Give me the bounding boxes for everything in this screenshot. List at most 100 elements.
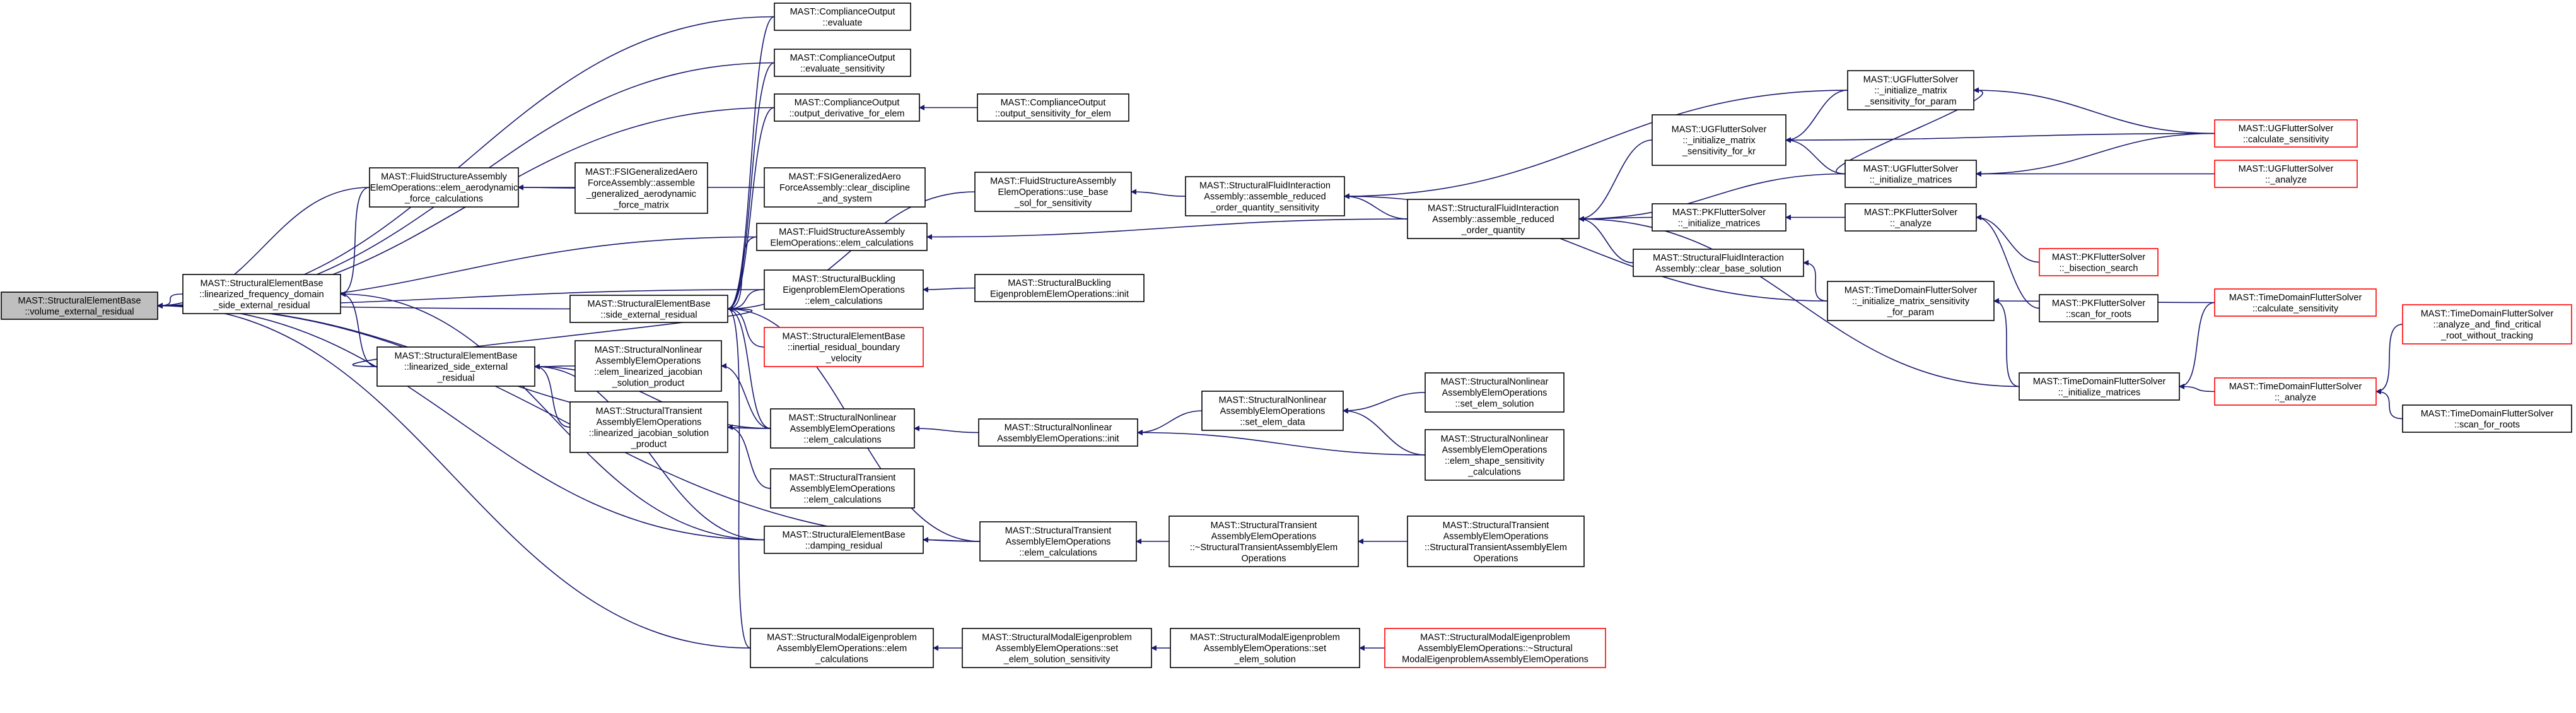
function-node[interactable]: MAST::StructuralBucklingEigenproblemElem… <box>974 274 1145 302</box>
node-label-line: ::linearized_side_external <box>404 362 508 372</box>
call-edge <box>1785 133 2215 143</box>
call-edge <box>1343 392 1426 414</box>
function-node[interactable]: MAST::PKFlutterSolver::scan_for_roots <box>2039 294 2159 322</box>
node-label-line: AssemblyElemOperations <box>1006 537 1111 547</box>
function-node[interactable]: MAST::StructuralFluidInteractionAssembly… <box>1407 199 1580 239</box>
node-label-line: _solution_product <box>612 378 684 388</box>
function-node[interactable]: MAST::FluidStructureAssemblyElemOperatio… <box>369 167 519 208</box>
function-node[interactable]: MAST::StructuralTransientAssemblyElemOpe… <box>770 468 915 509</box>
function-node[interactable]: MAST::UGFlutterSolver::_initialize_matri… <box>1652 114 1786 166</box>
node-label-line: ElemOperations::use_base <box>998 187 1109 197</box>
function-node[interactable]: MAST::UGFlutterSolver::_initialize_matri… <box>1845 160 1977 188</box>
call-edge <box>727 306 765 348</box>
node-label-line: AssemblyElemOperations <box>1442 445 1547 455</box>
node-label-line: ::linearized_jacobian_solution <box>589 428 709 439</box>
node-label-line: ::scan_for_roots <box>2066 309 2131 319</box>
function-node[interactable]: MAST::StructuralNonlinearAssemblyElemOpe… <box>770 408 915 449</box>
node-label-line: MAST::StructuralTransient <box>1211 521 1317 531</box>
function-node[interactable]: MAST::TimeDomainFlutterSolver::_initiali… <box>2019 372 2180 401</box>
function-node[interactable]: MAST::StructuralModalEigenproblemAssembl… <box>962 628 1152 668</box>
node-label-line: AssemblyElemOperations::~Structural <box>1418 644 1572 654</box>
node-label-line: AssemblyElemOperations <box>1442 388 1547 398</box>
function-node[interactable]: MAST::StructuralModalEigenproblemAssembl… <box>750 628 934 668</box>
node-box <box>2214 119 2358 148</box>
node-label-line: MAST::StructuralTransient <box>596 406 702 416</box>
node-label-line: MAST::StructuralFluidInteraction <box>1199 181 1331 191</box>
node-box <box>1633 249 1804 277</box>
function-node[interactable]: MAST::ComplianceOutput::output_derivativ… <box>774 93 920 122</box>
node-box <box>1652 203 1786 232</box>
node-box <box>569 295 728 323</box>
function-node[interactable]: MAST::FSIGeneralizedAeroForceAssembly::c… <box>764 167 926 208</box>
function-node[interactable]: MAST::UGFlutterSolver::calculate_sensiti… <box>2214 119 2358 148</box>
function-node[interactable]: MAST::TimeDomainFlutterSolver::calculate… <box>2214 288 2377 317</box>
focus-function-node[interactable]: MAST::StructuralElementBase::volume_exte… <box>1 292 158 320</box>
function-node[interactable]: MAST::StructuralTransientAssemblyElemOpe… <box>1169 516 1359 567</box>
node-box <box>1425 429 1565 481</box>
function-node[interactable]: MAST::PKFlutterSolver::_analyze <box>1845 203 1977 232</box>
function-node[interactable]: MAST::StructuralNonlinearAssemblyElemOpe… <box>1425 429 1565 481</box>
node-box <box>1425 372 1565 413</box>
node-label-line: _elem_solution_sensitivity <box>1003 655 1110 665</box>
call-edge <box>2375 389 2403 420</box>
node-label-line: MAST::TimeDomainFlutterSolver <box>2229 293 2362 303</box>
call-edge <box>1344 90 1848 199</box>
function-node[interactable]: MAST::StructuralModalEigenproblemAssembl… <box>1170 628 1360 668</box>
node-box <box>2039 248 2159 276</box>
function-node[interactable]: MAST::StructuralElementBase::damping_res… <box>764 526 924 554</box>
function-node[interactable]: MAST::StructuralTransientAssemblyElemOpe… <box>1407 516 1585 567</box>
call-edge <box>727 62 775 312</box>
node-label-line: ::output_sensitivity_for_elem <box>995 109 1111 119</box>
function-node[interactable]: MAST::StructuralTransientAssemblyElemOpe… <box>979 521 1137 562</box>
function-node[interactable]: MAST::StructuralElementBase::side_extern… <box>569 295 728 323</box>
node-box <box>574 162 708 214</box>
function-node[interactable]: MAST::StructuralTransientAssemblyElemOpe… <box>569 401 728 453</box>
function-node[interactable]: MAST::StructuralBucklingEigenproblemElem… <box>764 269 924 310</box>
node-label-line: ForceAssembly::clear_discipline <box>779 183 910 193</box>
function-node[interactable]: MAST::PKFlutterSolver::_bisection_search <box>2039 248 2159 276</box>
function-node[interactable]: MAST::ComplianceOutput::evaluate <box>774 3 911 31</box>
function-node[interactable]: MAST::StructuralElementBase::inertial_re… <box>764 327 924 367</box>
function-node[interactable]: MAST::TimeDomainFlutterSolver::_analyze <box>2214 377 2377 406</box>
function-node[interactable]: MAST::StructuralModalEigenproblemAssembl… <box>1384 628 1606 668</box>
function-node[interactable]: MAST::UGFlutterSolver::_analyze <box>2214 160 2358 188</box>
node-label-line: MAST::StructuralFluidInteraction <box>1653 253 1784 263</box>
function-node[interactable]: MAST::FSIGeneralizedAeroForceAssembly::a… <box>574 162 708 214</box>
function-node[interactable]: MAST::StructuralNonlinearAssemblyElemOpe… <box>1425 372 1565 413</box>
node-label-line: MAST::PKFlutterSolver <box>1864 208 1957 218</box>
function-node[interactable]: MAST::StructuralElementBase::linearized_… <box>376 346 535 387</box>
node-label-line: MAST::StructuralNonlinear <box>1441 377 1549 387</box>
node-box <box>369 167 519 208</box>
function-node[interactable]: MAST::UGFlutterSolver::_initialize_matri… <box>1847 70 1974 110</box>
function-node[interactable]: MAST::StructuralNonlinearAssemblyElemOpe… <box>1201 391 1344 431</box>
node-box <box>1845 203 1977 232</box>
node-label-line: EigenproblemElemOperations::init <box>990 289 1129 299</box>
node-label-line: ::elem_calculations <box>1019 548 1097 558</box>
function-node[interactable]: MAST::TimeDomainFlutterSolver::scan_for_… <box>2402 404 2572 433</box>
node-label-line: AssemblyElemOperations <box>1443 531 1549 541</box>
function-node[interactable]: MAST::StructuralNonlinearAssemblyElemOpe… <box>574 340 722 392</box>
node-box <box>962 628 1152 668</box>
node-label-line: _order_quantity <box>1461 226 1526 236</box>
node-label-line: _order_quantity_sensitivity <box>1210 203 1319 213</box>
node-label-line: AssemblyElemOperations <box>597 417 702 427</box>
node-box <box>1407 516 1585 567</box>
node-box <box>1 292 158 320</box>
node-box <box>1652 114 1786 166</box>
node-label-line: MAST::StructuralBuckling <box>792 274 895 285</box>
function-node[interactable]: MAST::StructuralFluidInteractionAssembly… <box>1185 176 1345 216</box>
function-node[interactable]: MAST::StructuralFluidInteractionAssembly… <box>1633 249 1804 277</box>
function-node[interactable]: MAST::ComplianceOutput::evaluate_sensiti… <box>774 49 911 77</box>
function-node[interactable]: MAST::TimeDomainFlutterSolver::_initiali… <box>1827 281 1995 321</box>
function-node[interactable]: MAST::PKFlutterSolver::_initialize_matri… <box>1652 203 1786 232</box>
node-label-line: _sensitivity_for_kr <box>1682 147 1756 157</box>
function-node[interactable]: MAST::StructuralNonlinearAssemblyElemOpe… <box>978 418 1138 447</box>
node-box <box>1827 281 1995 321</box>
function-node[interactable]: MAST::FluidStructureAssemblyElemOperatio… <box>974 172 1132 212</box>
function-node[interactable]: MAST::StructuralElementBase::linearized_… <box>182 274 341 314</box>
node-label-line: _force_calculations <box>404 194 483 204</box>
function-node[interactable]: MAST::FluidStructureAssemblyElemOperatio… <box>756 223 928 251</box>
function-node[interactable]: MAST::ComplianceOutput::output_sensitivi… <box>977 93 1129 122</box>
node-label-line: AssemblyElemOperations <box>790 424 895 434</box>
function-node[interactable]: MAST::TimeDomainFlutterSolver::analyze_a… <box>2402 304 2572 345</box>
